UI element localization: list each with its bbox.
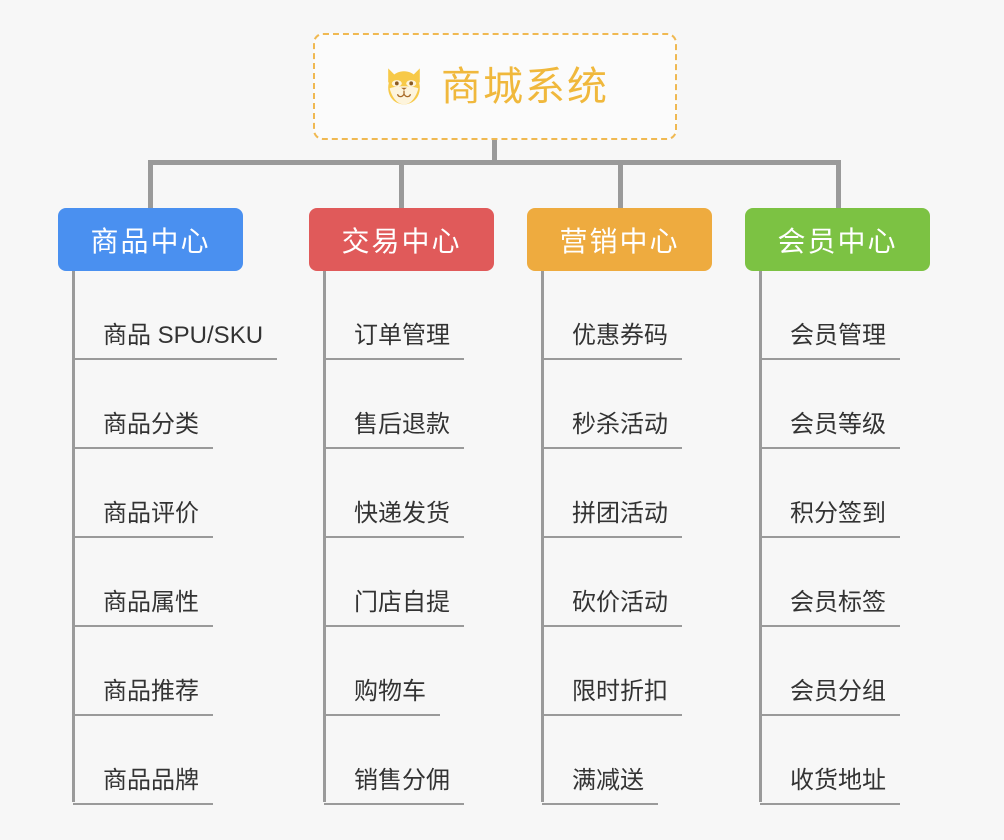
list-item[interactable]: 会员管理 <box>760 271 900 360</box>
leaf-label: 商品 SPU/SKU <box>73 324 278 360</box>
list-item[interactable]: 商品分类 <box>73 360 277 449</box>
connector-drop-2 <box>399 160 404 208</box>
connector-horizontal-bus <box>148 160 840 165</box>
leaf-label: 商品分类 <box>73 413 213 449</box>
leaf-label: 优惠券码 <box>542 324 682 360</box>
branch-label-4: 会员中心 <box>777 225 898 257</box>
list-item[interactable]: 商品属性 <box>73 538 277 627</box>
branch-column-4: 会员中心 会员管理 会员等级 积分签到 会员标签 会员分组 收货地址 <box>745 208 930 805</box>
leaf-label: 商品评价 <box>73 502 213 538</box>
branch-header-3[interactable]: 营销中心 <box>527 208 712 271</box>
leaf-label: 商品属性 <box>73 591 213 627</box>
list-item[interactable]: 秒杀活动 <box>542 360 682 449</box>
list-item[interactable]: 销售分佣 <box>324 716 464 805</box>
connector-root-stem <box>492 140 497 165</box>
leaf-label: 满减送 <box>542 769 658 805</box>
root-node[interactable]: 商城系统 <box>313 33 677 140</box>
leaf-label: 砍价活动 <box>542 591 682 627</box>
leaf-label: 快递发货 <box>324 502 464 538</box>
root-title: 商城系统 <box>441 64 609 109</box>
list-item[interactable]: 会员分组 <box>760 627 900 716</box>
branch-column-2: 交易中心 订单管理 售后退款 快递发货 门店自提 购物车 销售分佣 <box>309 208 494 805</box>
branch-label-3: 营销中心 <box>559 225 680 257</box>
list-item[interactable]: 商品推荐 <box>73 627 277 716</box>
list-item[interactable]: 快递发货 <box>324 449 464 538</box>
leaf-label: 订单管理 <box>324 324 464 360</box>
leaf-label: 积分签到 <box>760 502 900 538</box>
leaf-label: 会员管理 <box>760 324 900 360</box>
list-item[interactable]: 砍价活动 <box>542 538 682 627</box>
connector-drop-3 <box>618 160 623 208</box>
leaf-label: 拼团活动 <box>542 502 682 538</box>
leaf-label: 限时折扣 <box>542 680 682 716</box>
leaf-label: 门店自提 <box>324 591 464 627</box>
list-item[interactable]: 门店自提 <box>324 538 464 627</box>
branch-column-3: 营销中心 优惠券码 秒杀活动 拼团活动 砍价活动 限时折扣 满减送 <box>527 208 712 805</box>
list-item[interactable]: 商品 SPU/SKU <box>73 271 278 360</box>
list-item[interactable]: 收货地址 <box>760 716 900 805</box>
branch-items-2: 订单管理 售后退款 快递发货 门店自提 购物车 销售分佣 <box>324 271 464 805</box>
branch-items-3: 优惠券码 秒杀活动 拼团活动 砍价活动 限时折扣 满减送 <box>542 271 682 805</box>
branch-items-1: 商品 SPU/SKU 商品分类 商品评价 商品属性 商品推荐 商品品牌 <box>73 271 278 805</box>
list-item[interactable]: 订单管理 <box>324 271 464 360</box>
list-item[interactable]: 商品品牌 <box>73 716 277 805</box>
leaf-label: 收货地址 <box>760 769 900 805</box>
leaf-label: 购物车 <box>324 680 440 716</box>
leaf-label: 会员等级 <box>760 413 900 449</box>
branch-header-2[interactable]: 交易中心 <box>309 208 494 271</box>
connector-drop-4 <box>836 160 841 208</box>
list-item[interactable]: 积分签到 <box>760 449 900 538</box>
leaf-label: 秒杀活动 <box>542 413 682 449</box>
list-item[interactable]: 满减送 <box>542 716 682 805</box>
list-item[interactable]: 拼团活动 <box>542 449 682 538</box>
leaf-label: 商品品牌 <box>73 769 213 805</box>
list-item[interactable]: 会员标签 <box>760 538 900 627</box>
branch-items-4: 会员管理 会员等级 积分签到 会员标签 会员分组 收货地址 <box>760 271 900 805</box>
leaf-label: 会员分组 <box>760 680 900 716</box>
connector-drop-1 <box>148 160 153 208</box>
list-item[interactable]: 优惠券码 <box>542 271 682 360</box>
branch-header-1[interactable]: 商品中心 <box>58 208 243 271</box>
list-item[interactable]: 限时折扣 <box>542 627 682 716</box>
branch-header-4[interactable]: 会员中心 <box>745 208 930 271</box>
leaf-label: 商品推荐 <box>73 680 213 716</box>
list-item[interactable]: 商品评价 <box>73 449 277 538</box>
leaf-label: 售后退款 <box>324 413 464 449</box>
leaf-label: 会员标签 <box>760 591 900 627</box>
list-item[interactable]: 售后退款 <box>324 360 464 449</box>
branch-label-2: 交易中心 <box>341 225 462 257</box>
shiba-dog-icon <box>388 67 420 104</box>
list-item[interactable]: 会员等级 <box>760 360 900 449</box>
branch-label-1: 商品中心 <box>90 225 211 257</box>
leaf-label: 销售分佣 <box>324 769 464 805</box>
branch-column-1: 商品中心 商品 SPU/SKU 商品分类 商品评价 商品属性 商品推荐 商品品牌 <box>58 208 278 805</box>
list-item[interactable]: 购物车 <box>324 627 464 716</box>
